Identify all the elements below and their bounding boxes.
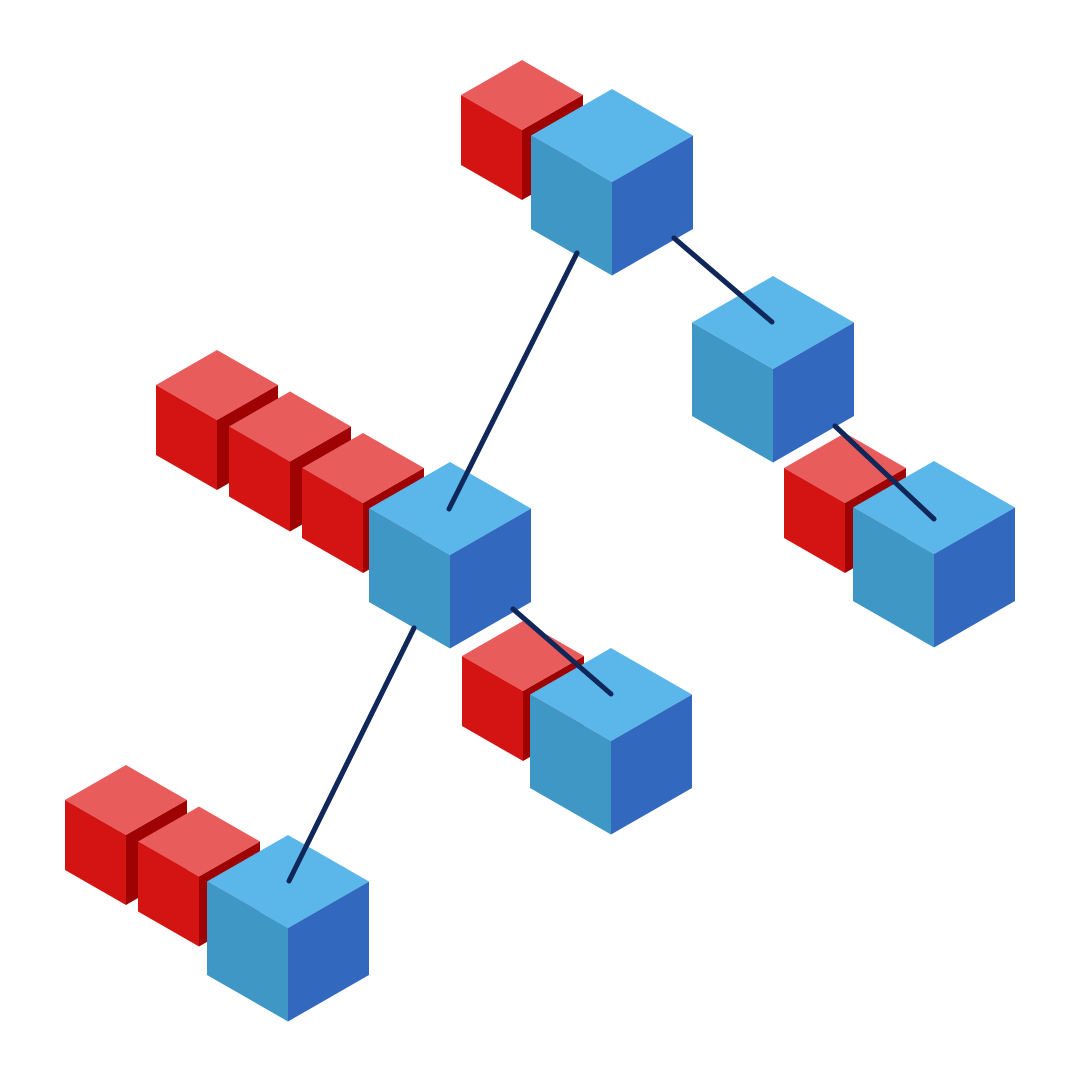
tree-node-node-left [156,350,531,649]
red-block-top-face [784,433,906,503]
tree-node-root [461,60,693,276]
blue-cube-right-face [934,507,1015,648]
edge-overlay-root-to-node-left [446,250,580,512]
blue-cube-top-face [531,89,693,182]
blue-cube-node-left-left [207,835,369,1022]
tree-node-node-left-right [462,621,692,835]
blue-cube-right-face [450,508,531,649]
blue-cube-left-face [692,322,773,463]
blue-cube-left-face [853,507,934,648]
tree-node-node-right [692,276,854,463]
blue-cube-left-face [530,694,611,835]
blue-cube-node-right-child [853,461,1015,648]
red-block-top-face [229,391,351,462]
red-block-top-face [156,350,278,420]
blue-cube-node-left-right [530,648,692,835]
tree-node-node-right-child [784,433,1015,648]
red-block-top-face [302,433,424,503]
blue-cube-left-face [207,881,288,1022]
edge-overlay-node-left-to-node-left-right [510,606,614,697]
red-block-top-face [461,60,583,130]
red-block-top-face [65,765,187,835]
blue-cube-left-face [369,508,450,649]
red-block-top-face [462,621,584,691]
tree-node-node-left-left [65,765,369,1022]
blue-cube-right-face [611,694,692,835]
blue-cube-node-right [692,276,854,463]
blue-cube-root [531,89,693,276]
edge-overlay-node-left-to-node-left-left [286,625,417,884]
edge-overlay-root-to-node-right [671,235,775,325]
blue-cube-right-face [612,135,693,276]
blue-cube-left-face [531,135,612,276]
blue-cube-right-face [288,881,369,1022]
red-block-top-face [138,806,260,877]
edge-overlay-node-right-to-node-right-child [832,423,937,522]
